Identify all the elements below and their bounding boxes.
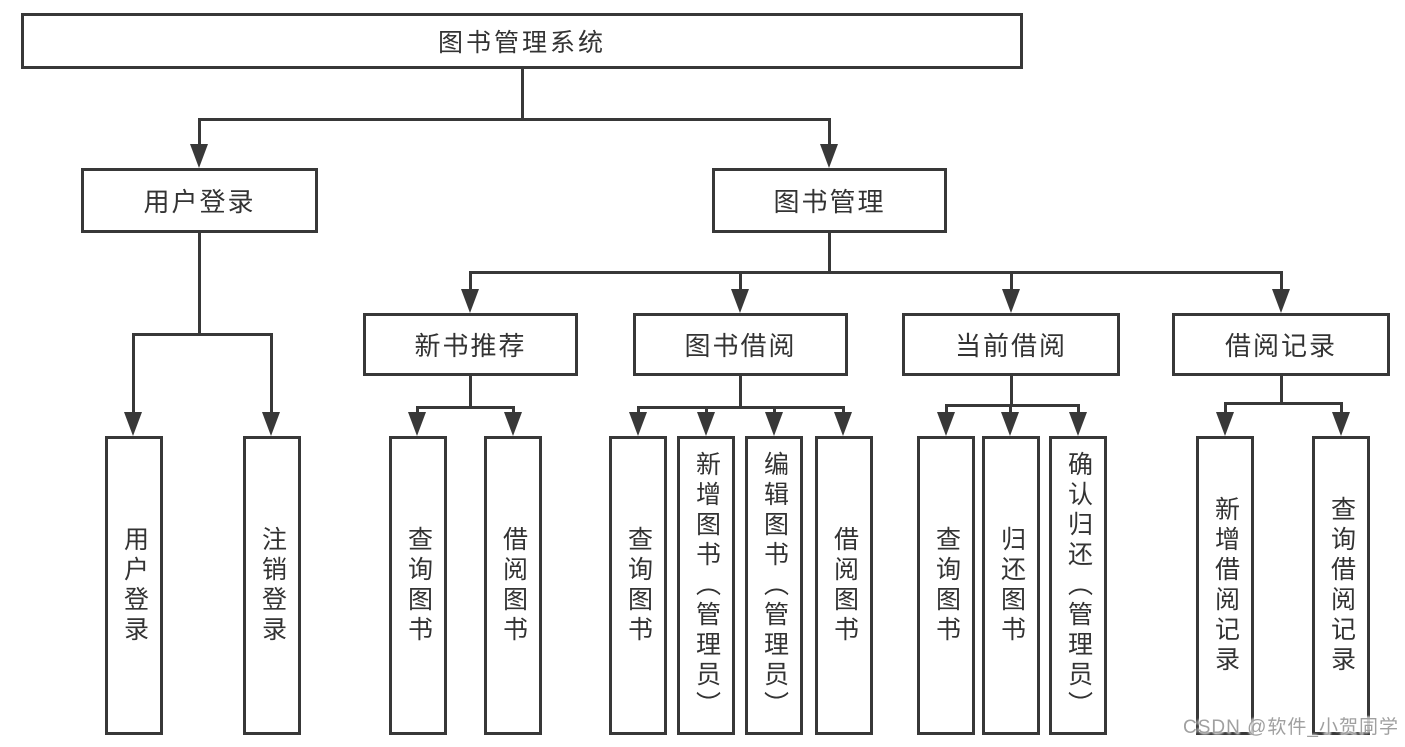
connector-line (1077, 404, 1080, 416)
connector-line (637, 406, 640, 416)
connector-line (469, 271, 1283, 274)
connector-line (521, 68, 524, 121)
leaf-label: 新增借阅记录 (1211, 495, 1240, 676)
node-label: 图书借阅 (684, 331, 797, 361)
leaf-add-books-admin: 新增图书（管理员） (677, 436, 735, 735)
node-book-management: 图书管理 (712, 168, 947, 233)
leaf-label: 新增图书（管理员） (692, 450, 721, 721)
node-library-management-system: 图书管理系统 (21, 13, 1023, 69)
connector-line (828, 118, 831, 146)
leaf-label: 用户登录 (120, 525, 149, 646)
arrow-down-icon (190, 144, 208, 168)
connector-line (1280, 376, 1283, 405)
arrow-down-icon (262, 412, 280, 436)
connector-line (1340, 402, 1343, 416)
leaf-confirm-return-admin: 确认归还（管理员） (1049, 436, 1107, 735)
leaf-label: 查询图书 (624, 525, 653, 646)
leaf-label: 确认归还（管理员） (1064, 450, 1093, 721)
arrow-down-icon (408, 412, 426, 436)
node-user-login: 用户登录 (81, 168, 318, 233)
connector-line (945, 404, 948, 416)
connector-line (637, 406, 845, 409)
node-current-borrowing: 当前借阅 (902, 313, 1120, 376)
leaf-label: 编辑图书（管理员） (760, 450, 789, 721)
leaf-label: 查询图书 (932, 525, 961, 646)
arrow-down-icon (1216, 412, 1234, 436)
connector-line (416, 406, 515, 409)
leaf-return-books: 归还图书 (982, 436, 1040, 735)
node-label: 借阅记录 (1224, 331, 1337, 361)
leaf-user-login: 用户登录 (105, 436, 163, 735)
leaf-label: 借阅图书 (499, 525, 528, 646)
leaf-label: 注销登录 (258, 525, 287, 646)
leaf-label: 归还图书 (997, 525, 1026, 646)
connector-line (198, 118, 201, 146)
connector-line (270, 333, 273, 415)
connector-line (945, 404, 1080, 407)
arrow-down-icon (697, 412, 715, 436)
connector-line (1224, 402, 1227, 416)
connector-line (132, 333, 273, 336)
connector-line (828, 232, 831, 274)
node-book-borrowing: 图书借阅 (633, 313, 848, 376)
arrow-down-icon (731, 289, 749, 313)
leaf-label: 借阅图书 (830, 525, 859, 646)
connector-line (1009, 404, 1012, 416)
leaf-query-books-current: 查询图书 (917, 436, 975, 735)
node-label: 图书管理系统 (437, 29, 606, 57)
arrow-down-icon (820, 144, 838, 168)
arrow-down-icon (1002, 289, 1020, 313)
leaf-label: 查询图书 (404, 525, 433, 646)
connector-line (1010, 376, 1013, 407)
connector-line (469, 271, 472, 293)
connector-line (705, 406, 708, 416)
connector-line (132, 333, 135, 415)
arrow-down-icon (765, 412, 783, 436)
connector-line (773, 406, 776, 416)
node-new-book-recommendation: 新书推荐 (363, 313, 578, 376)
leaf-edit-books-admin: 编辑图书（管理员） (745, 436, 803, 735)
connector-line (1280, 271, 1283, 293)
arrow-down-icon (834, 412, 852, 436)
leaf-query-books-recommend: 查询图书 (389, 436, 447, 735)
connector-line (739, 271, 742, 293)
arrow-down-icon (629, 412, 647, 436)
leaf-query-books-borrowing: 查询图书 (609, 436, 667, 735)
arrow-down-icon (937, 412, 955, 436)
arrow-down-icon (1272, 289, 1290, 313)
leaf-borrow-books-recommend: 借阅图书 (484, 436, 542, 735)
arrow-down-icon (504, 412, 522, 436)
connector-line (1010, 271, 1013, 293)
connector-line (198, 232, 201, 336)
connector-line (469, 375, 472, 409)
leaf-add-borrow-record: 新增借阅记录 (1196, 436, 1254, 735)
node-label: 新书推荐 (414, 331, 527, 361)
arrow-down-icon (1001, 412, 1019, 436)
leaf-label: 查询借阅记录 (1327, 495, 1356, 676)
connector-line (842, 406, 845, 416)
connector-line (198, 118, 831, 121)
watermark-csdn: CSDN @软件_小贺同学 (1183, 717, 1399, 738)
connector-line (416, 406, 419, 416)
leaf-query-borrow-record: 查询借阅记录 (1312, 436, 1370, 735)
arrow-down-icon (461, 289, 479, 313)
node-label: 用户登录 (143, 187, 256, 217)
arrow-down-icon (1069, 412, 1087, 436)
connector-line (1224, 402, 1343, 405)
node-label: 图书管理 (773, 187, 886, 217)
arrow-down-icon (124, 412, 142, 436)
connector-line (739, 375, 742, 409)
leaf-borrow-books-borrowing: 借阅图书 (815, 436, 873, 735)
leaf-logout: 注销登录 (243, 436, 301, 735)
node-borrowing-records: 借阅记录 (1172, 313, 1390, 376)
node-label: 当前借阅 (954, 331, 1067, 361)
arrow-down-icon (1332, 412, 1350, 436)
connector-line (512, 406, 515, 416)
